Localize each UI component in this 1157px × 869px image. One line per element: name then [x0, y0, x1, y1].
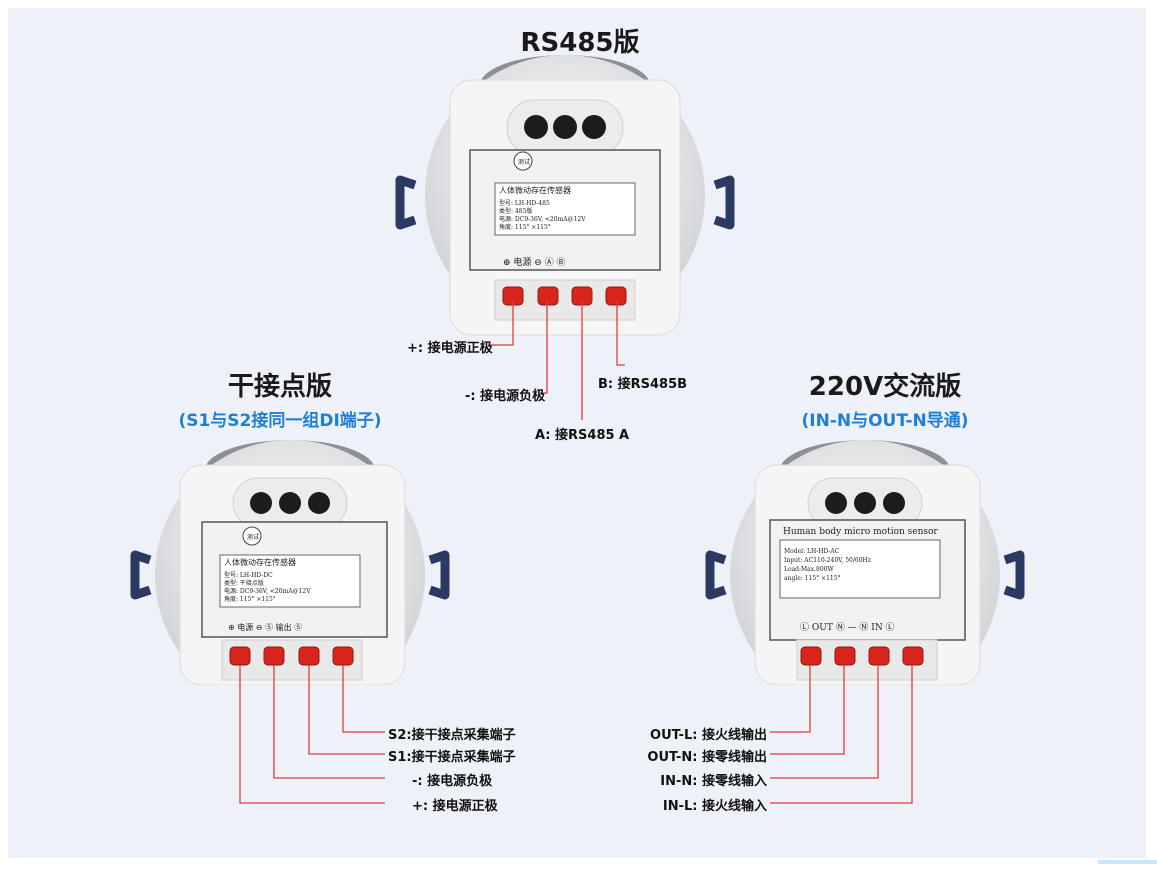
- dry-label-plus: +: 接电源正极: [412, 799, 498, 814]
- ac220-label-in-l: IN-L: 接火线输入: [662, 799, 767, 814]
- ac220-terminal-in-n: [868, 646, 890, 666]
- ac220-title: 220V交流版: [808, 372, 962, 402]
- rs485-plate-line: 角度: 115° ×115°: [499, 223, 551, 231]
- dry-plate-line: 角度: 115° ×115°: [224, 595, 276, 603]
- ac220-wire-out-n: [770, 665, 845, 755]
- rs485-test-label: 测试: [518, 158, 530, 166]
- corner-accent: [1098, 860, 1157, 864]
- ac220-label-in-n: IN-N: 接零线输入: [660, 774, 767, 789]
- ac220-terminal-legend: Ⓛ OUT Ⓝ — Ⓝ IN Ⓛ: [800, 622, 895, 633]
- ac220-label-out-l: OUT-L: 接火线输出: [650, 728, 767, 743]
- rs485-label-b: B: 接RS485B: [598, 377, 688, 392]
- rs485-plate-line: 型号: LH-HD-485: [499, 199, 550, 207]
- ac220-label-out-n: OUT-N: 接零线输出: [647, 750, 767, 765]
- dry-label-s1: S1:接干接点采集端子: [388, 750, 516, 765]
- rs485-plate-heading: 人体微动存在传感器: [499, 185, 571, 195]
- ac220-plate-heading: Human body micro motion sensor: [783, 527, 938, 537]
- rs485-terminal-legend: ⊕ 电源 ⊖ Ⓐ Ⓑ: [503, 256, 566, 268]
- rs485-plate-line: 类型: 485版: [499, 207, 532, 215]
- ac220-wire-in-n: [770, 665, 879, 779]
- dry-contact-subtitle: (S1与S2接同一组DI端子): [178, 411, 382, 431]
- rs485-wire-plus: [490, 300, 514, 346]
- rs485-label-plus: +: 接电源正极: [407, 341, 493, 356]
- dry-wire-plus: [239, 665, 385, 804]
- dry-plate-line: 电源: DC9-36V, <20mA@12V: [224, 587, 311, 595]
- dry-wire-minus: [273, 665, 385, 779]
- dry-wire-s2: [342, 665, 385, 733]
- rs485-label-minus: -: 接电源负极: [465, 389, 546, 404]
- rs485-label-a: A: 接RS485 A: [535, 428, 630, 443]
- rs485-terminal-b: [605, 286, 627, 306]
- rs485-wire-minus: [540, 300, 548, 394]
- dry-label-s2: S2:接干接点采集端子: [388, 728, 516, 743]
- rs485-title: RS485版: [520, 28, 640, 58]
- rs485-plate-line: 电源: DC9-36V, <20mA@12V: [499, 215, 586, 223]
- rs485-device: 测试 人体微动存在传感器 型号: LH-HD-485 类型: 485版 电源: …: [395, 55, 735, 336]
- dry-plate-line: 类型: 干接点版: [224, 579, 264, 587]
- ac220-wire-out-l: [770, 665, 811, 733]
- ac220-plate-line: Input: AC110-240V, 50/60Hz: [784, 557, 871, 564]
- ac220-plate-line: Load:Max.800W: [784, 566, 835, 573]
- rs485-wire-b: [616, 300, 625, 366]
- dry-contact-device: 测试 人体微动存在传感器 型号: LH-HD-DC 类型: 干接点版 电源: D…: [130, 440, 450, 685]
- ac220-plate-line: Model: LH-HD-AC: [784, 548, 840, 555]
- ac220-plate-line: angle: 115° ×115°: [784, 575, 841, 582]
- dry-contact-title: 干接点版: [227, 372, 332, 402]
- dry-wire-s1: [308, 665, 385, 755]
- ac220-wire-in-l: [770, 665, 913, 804]
- dry-terminal-legend: ⊕ 电源 ⊖ Ⓢ 输出 Ⓢ: [228, 622, 302, 632]
- ac220-subtitle: (IN-N与OUT-N导通): [801, 411, 969, 431]
- ac220-device: Human body micro motion sensor Model: LH…: [705, 440, 1025, 685]
- dry-plate-heading: 人体微动存在传感器: [224, 557, 296, 567]
- ac220-terminal-out-l: [800, 646, 822, 666]
- ac220-terminal-in-l: [902, 646, 924, 666]
- ac220-terminal-out-n: [834, 646, 856, 666]
- dry-test-label: 测试: [247, 533, 259, 541]
- dry-label-minus: -: 接电源负极: [412, 774, 493, 789]
- rs485-terminal-minus: [537, 286, 559, 306]
- dry-plate-line: 型号: LH-HD-DC: [224, 571, 273, 579]
